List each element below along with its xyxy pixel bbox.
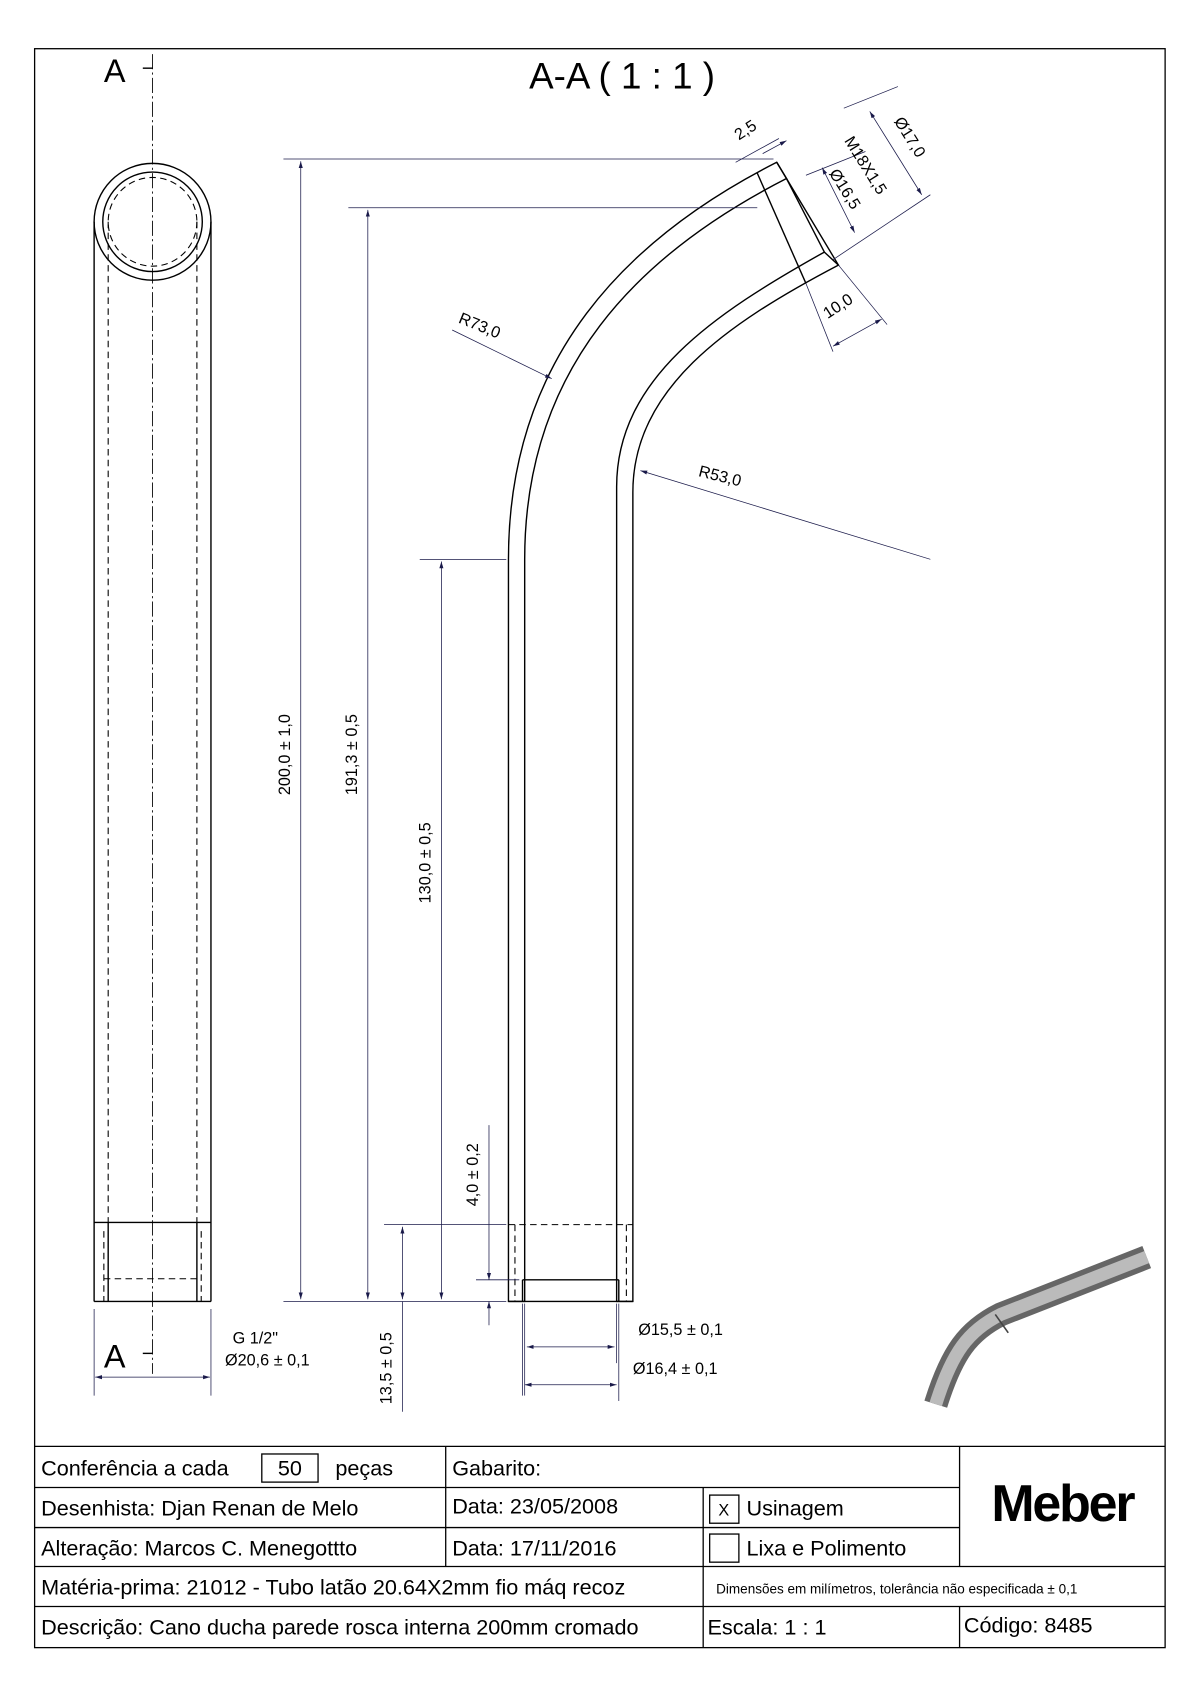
dim-total-height: 200,0 ± 1,0 (276, 714, 294, 795)
dim-thread-depth: 13,5 ± 0,5 (378, 1332, 396, 1404)
usinagem-check-mark: X (718, 1502, 729, 1520)
dim-thread-length: 10,0 (820, 290, 856, 322)
dim-height-191: 191,3 ± 0,5 (343, 714, 361, 795)
dim-step: 4,0 ± 0,2 (464, 1143, 482, 1206)
gabarito-label: Gabarito: (452, 1456, 541, 1481)
descricao: Descrição: Cano ducha parede rosca inter… (41, 1615, 638, 1640)
dim-inner-diameter-15-5: Ø15,5 ± 0,1 (638, 1321, 723, 1339)
dim-thread-g: G 1/2" (233, 1330, 279, 1348)
codigo: Código: 8485 (964, 1612, 1093, 1637)
dim-wall-thickness: 2,5 (731, 117, 760, 144)
dim-outer-radius: R73,0 (456, 309, 503, 342)
section-title: A-A ( 1 : 1 ) (529, 56, 715, 97)
section-view: A-A ( 1 : 1 ) 200,0 ± 1,0 191,3 ± 0,5 13… (276, 56, 931, 1412)
dim-diameter-16-5: Ø16,5 (825, 166, 864, 213)
lixa-checkbox[interactable] (709, 1533, 740, 1563)
conferencia-unit: peças (335, 1456, 393, 1481)
section-marker-bottom: A (104, 1338, 126, 1374)
dim-inner-radius: R53,0 (697, 462, 743, 490)
3d-preview-image (924, 1246, 1152, 1408)
title-block: Conferência a cada 50 peças Gabarito: De… (34, 1445, 1166, 1648)
right-wall-section (615, 251, 840, 1303)
dim-inner-diameter-16-4: Ø16,4 ± 0,1 (633, 1360, 718, 1378)
dim-straight-length: 130,0 ± 0,5 (417, 822, 435, 903)
conferencia-value: 50 (278, 1456, 302, 1481)
data-alteracao: Data: 17/11/2016 (452, 1536, 616, 1561)
nota-dimensoes: Dimensões em milímetros, tolerância não … (716, 1582, 1077, 1597)
conferencia-label: Conferência a cada (41, 1456, 230, 1481)
side-view: A A G 1/2" Ø20,6 ± 0,1 (93, 53, 310, 1396)
usinagem-checkbox[interactable] (709, 1494, 740, 1524)
alteracao: Alteração: Marcos C. Menegottto (41, 1536, 357, 1561)
materia-prima: Matéria-prima: 21012 - Tubo latão 20.64X… (41, 1575, 625, 1600)
meber-logo: Meber (991, 1475, 1135, 1533)
escala: Escala: 1 : 1 (708, 1615, 827, 1640)
desenhista: Desenhista: Djan Renan de Melo (41, 1496, 358, 1521)
data-criacao: Data: 23/05/2008 (452, 1493, 618, 1518)
left-wall-section (507, 161, 788, 1303)
dim-outer-diameter: Ø20,6 ± 0,1 (225, 1351, 310, 1369)
usinagem-label: Usinagem (746, 1496, 843, 1521)
section-marker-top: A (104, 53, 126, 89)
lixa-label: Lixa e Polimento (746, 1536, 906, 1561)
drawing-border (33, 48, 1166, 1649)
